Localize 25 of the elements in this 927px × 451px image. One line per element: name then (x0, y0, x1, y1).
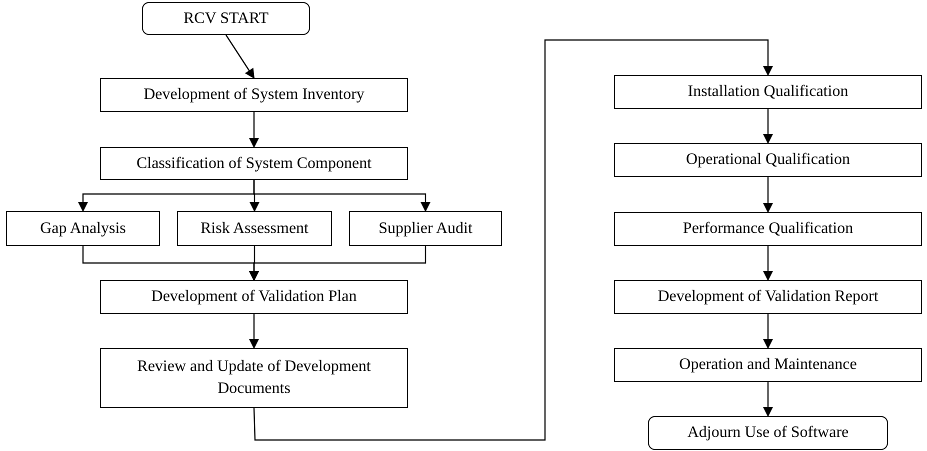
process-box: Operational Qualification (614, 143, 922, 177)
arrow (249, 112, 259, 148)
arrow (763, 109, 773, 144)
process-box: Gap Analysis (6, 211, 160, 246)
terminal-box: Adjourn Use of Software (648, 416, 888, 450)
arrow (763, 177, 773, 213)
process-box: Performance Qualification (614, 212, 922, 246)
arrow (226, 34, 255, 79)
process-box: Classification of System Component (100, 147, 408, 180)
process-box: Review and Update of Development Documents (100, 348, 408, 408)
arrow (249, 314, 259, 349)
arrow (763, 382, 773, 417)
process-box: Operation and Maintenance (614, 348, 922, 382)
process-box: Development of Validation Plan (100, 280, 408, 314)
process-box: Supplier Audit (349, 211, 502, 246)
arrow (253, 180, 430, 212)
process-box: Development of System Inventory (100, 78, 408, 112)
arrow (763, 314, 773, 349)
arrow (253, 39, 773, 441)
process-box: Development of Validation Report (614, 280, 922, 314)
process-box: Installation Qualification (614, 75, 922, 109)
process-box: Risk Assessment (177, 211, 332, 246)
arrow (249, 246, 426, 281)
arrow (763, 246, 773, 281)
terminal-box: RCV START (142, 2, 310, 35)
